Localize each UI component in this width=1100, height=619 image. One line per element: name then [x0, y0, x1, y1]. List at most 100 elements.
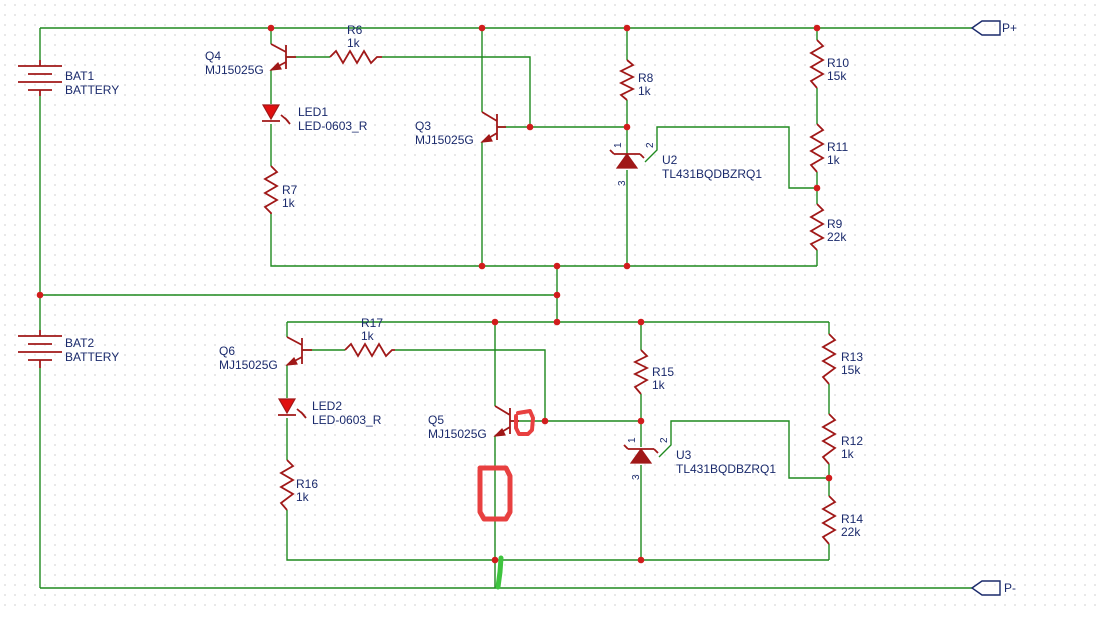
resistor-r7[interactable]: R7 1k [263, 165, 298, 214]
junction-dot [526, 123, 534, 131]
transistor-q4[interactable]: Q4 MJ15025G [205, 43, 296, 77]
resistor-r11[interactable]: R11 1k [809, 123, 848, 173]
r10-ref: R10 [827, 56, 849, 70]
bat2-value: BATTERY [65, 350, 119, 364]
r6-ref: R6 [347, 23, 363, 37]
wire-r16-bottom[interactable] [286, 510, 829, 561]
port-p-minus[interactable]: P- [970, 580, 1016, 596]
led-led2[interactable]: LED2 LED-0603_R [277, 398, 382, 427]
r14-value: 22k [841, 525, 861, 539]
u2-ref: U2 [662, 153, 678, 167]
resistor-r14[interactable]: R14 22k [821, 495, 863, 545]
r7-ref: R7 [282, 183, 298, 197]
resistor-r10[interactable]: R10 15k [809, 39, 849, 89]
led1-ref: LED1 [298, 105, 328, 119]
resistor-r15[interactable]: R15 1k [632, 349, 674, 395]
regulator-u3[interactable]: 1 2 3 U3 TL431BQDBZRQ1 [623, 437, 776, 480]
bat2-ref: BAT2 [65, 336, 94, 350]
junction-dot [637, 556, 645, 564]
r11-ref: R11 [827, 140, 848, 154]
junction-dot [813, 184, 821, 192]
regulator-u2[interactable]: 1 2 3 U2 TL431BQDBZRQ1 [609, 142, 762, 186]
resistor-r13[interactable]: R13 15k [821, 333, 863, 385]
junction-dot [637, 318, 645, 326]
resistor-r8[interactable]: R8 1k [618, 59, 654, 101]
r11-value: 1k [827, 153, 841, 167]
r12-ref: R12 [841, 434, 863, 448]
q3-value: MJ15025G [415, 133, 474, 147]
q6-value: MJ15025G [219, 358, 278, 372]
port-p-plus[interactable]: P+ [970, 20, 1017, 36]
r15-value: 1k [652, 378, 666, 392]
junction-dot [553, 318, 561, 326]
led2-value: LED-0603_R [312, 413, 382, 427]
u3-ref: U3 [676, 448, 692, 462]
junction-dot [553, 291, 561, 299]
junction-dot [491, 318, 499, 326]
r15-ref: R15 [652, 365, 674, 379]
r8-value: 1k [638, 84, 652, 98]
q4-value: MJ15025G [205, 63, 264, 77]
u2-pin1: 1 [613, 142, 624, 148]
junction-dot [553, 262, 561, 270]
r16-ref: R16 [296, 477, 318, 491]
u3-pin1: 1 [627, 437, 638, 443]
red-annotation-large [477, 465, 513, 522]
r6-value: 1k [347, 36, 361, 50]
junction-dot [478, 262, 486, 270]
q6-ref: Q6 [219, 344, 235, 358]
r9-value: 22k [827, 230, 847, 244]
resistor-r16[interactable]: R16 1k [279, 459, 318, 511]
r10-value: 15k [827, 69, 847, 83]
r7-value: 1k [282, 196, 296, 210]
junction-dot [825, 474, 833, 482]
junction-dot [478, 24, 486, 32]
junction-dot [36, 291, 44, 299]
wire-mid-link[interactable] [40, 266, 558, 322]
q5-ref: Q5 [428, 413, 444, 427]
red-annotation-small [514, 409, 535, 436]
u3-pin2: 2 [659, 437, 670, 443]
q4-ref: Q4 [205, 49, 221, 63]
wire-u2-ref[interactable] [644, 126, 817, 189]
annotations [477, 409, 535, 590]
bat1-value: BATTERY [65, 83, 119, 97]
junction-dot [541, 417, 549, 425]
r8-ref: R8 [638, 71, 654, 85]
transistor-q6[interactable]: Q6 MJ15025G [219, 336, 312, 372]
green-annotation-mark [495, 555, 504, 590]
resistor-r6[interactable]: R6 1k [329, 23, 382, 65]
battery-bat1[interactable]: BAT1 BATTERY [18, 60, 119, 97]
wire-r7-bottom[interactable] [270, 214, 817, 267]
r13-value: 15k [841, 363, 861, 377]
led2-ref: LED2 [312, 399, 342, 413]
battery-bat2[interactable]: BAT2 BATTERY [18, 330, 119, 368]
u2-pin2: 2 [645, 142, 656, 148]
u3-value: TL431BQDBZRQ1 [676, 462, 776, 476]
q3-ref: Q3 [415, 119, 431, 133]
r17-value: 1k [361, 329, 375, 343]
r14-ref: R14 [841, 512, 863, 526]
transistor-q3[interactable]: Q3 MJ15025G [415, 111, 506, 147]
u3-pin3: 3 [631, 474, 642, 480]
u2-value: TL431BQDBZRQ1 [662, 167, 762, 181]
junction-dot [623, 262, 631, 270]
q5-value: MJ15025G [428, 427, 487, 441]
resistor-r9[interactable]: R9 22k [809, 203, 847, 251]
led-led1[interactable]: LED1 LED-0603_R [261, 104, 368, 133]
u2-pin3: 3 [617, 180, 628, 186]
wire-u3-ref[interactable] [658, 420, 829, 479]
junction-dot [491, 556, 499, 564]
resistor-r12[interactable]: R12 1k [821, 413, 863, 465]
r9-ref: R9 [827, 217, 843, 231]
junction-dot [813, 24, 821, 32]
resistor-r17[interactable]: R17 1k [344, 316, 395, 358]
r16-value: 1k [296, 490, 310, 504]
junction-dot [623, 24, 631, 32]
transistor-q5[interactable]: Q5 MJ15025G [428, 405, 519, 441]
r12-value: 1k [841, 447, 855, 461]
port-p-plus-label: P+ [1002, 21, 1017, 35]
junctions [36, 24, 833, 564]
